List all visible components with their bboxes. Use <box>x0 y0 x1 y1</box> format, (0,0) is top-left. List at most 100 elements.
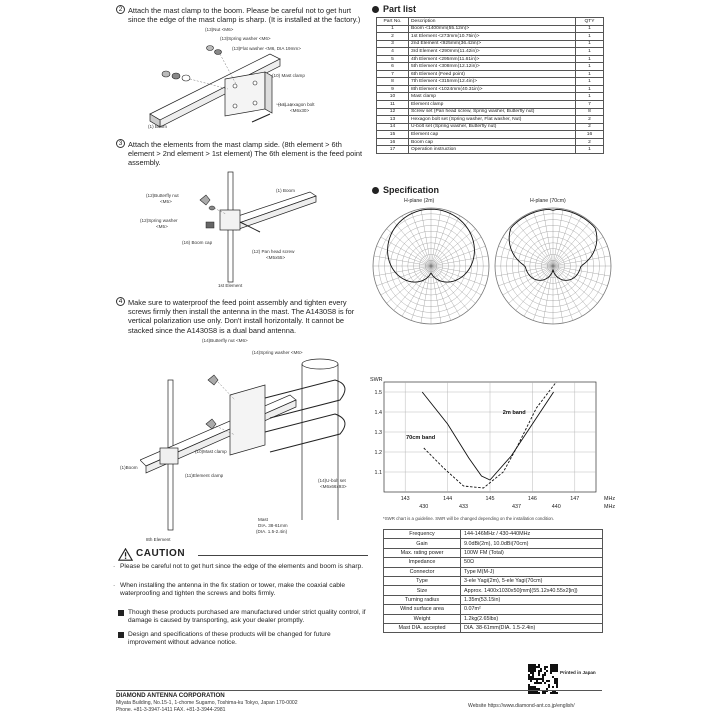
table-cell: 100W FM (Total) <box>460 547 603 559</box>
step-2: 2 Attach the mast clamp to the boom. Ple… <box>116 5 370 25</box>
x-bottom-tick-label: 430 <box>419 504 428 510</box>
series-line-2m <box>421 391 554 481</box>
x-top-tick-label: 146 <box>528 496 537 502</box>
table-cell: 10 <box>376 92 409 101</box>
x-bottom-tick-label: 437 <box>512 504 521 510</box>
table-cell: 1 <box>575 54 604 64</box>
printed-in-japan: Printed in Japan <box>560 670 596 675</box>
label-nut: (13)Nut <M6> <box>205 27 234 32</box>
table-cell: 4th Element <295mm(11.61in)> <box>408 54 576 64</box>
mast-install-illustration <box>140 358 346 531</box>
table-cell: Hexagon bolt set (Spring washer, Flat wa… <box>408 115 576 124</box>
table-cell: 50Ω <box>460 557 603 568</box>
caution-rule <box>198 555 368 556</box>
label-boom-cap: (16) Boom cap <box>182 240 213 245</box>
table-cell: 6th Element (Feed point) <box>408 69 576 79</box>
table-cell: 8 <box>575 107 604 117</box>
caution-item: ·When installing the antenna in the fix … <box>113 582 346 598</box>
label-u-bolt: (14)U-bolt set <box>318 478 346 483</box>
qr-code-icon <box>528 664 558 694</box>
label-mast: Mast <box>258 517 268 522</box>
table-cell: Element clamp <box>408 100 576 109</box>
company-phone: Phone. +81-3-3947-1411 FAX. +81-3-3944-2… <box>116 707 226 713</box>
label-boom: (1)Boom <box>120 465 138 470</box>
table-cell: 7 <box>575 100 604 109</box>
table-cell: 1 <box>575 69 604 79</box>
table-cell: 13 <box>376 115 409 124</box>
x-top-tick-label: 143 <box>401 496 410 502</box>
table-cell: Approx. 1400x1030x50[mm](55.12x40.55x2[i… <box>460 585 603 596</box>
x-top-tick-label: 145 <box>486 496 495 502</box>
table-cell: U-bolt set (Spring washer, Butterfly nut… <box>408 122 576 132</box>
series-line-70cm <box>423 381 557 489</box>
table-cell: 1 <box>575 47 604 56</box>
table-cell: 3rd Element <290mm(11.42in)> <box>408 47 576 56</box>
table-cell: 0.07m² <box>460 604 603 615</box>
table-cell: 1 <box>575 39 604 49</box>
label-boom: (1) Boom <box>148 124 167 129</box>
table-cell: Type <box>383 575 461 587</box>
table-cell: 1 <box>575 32 604 41</box>
table-cell: Connector <box>383 566 461 577</box>
warning-triangle-icon <box>118 548 133 561</box>
label-spring-washer: (12)Spring washer <box>140 218 178 223</box>
table-cell: 1 <box>575 77 604 86</box>
polar-pattern-2m <box>372 207 490 325</box>
table-cell: 6 <box>376 62 409 71</box>
step-number: 4 <box>116 297 125 306</box>
table-cell: 2 <box>575 122 604 132</box>
company-address: Miyata Building, No.15-1, 1-chome Sugamo… <box>116 700 298 706</box>
table-cell: Max. rating power <box>383 547 461 559</box>
label-mast-dia: DIA. 38-61mm <box>258 523 288 528</box>
label-bolt-size: <M6x30> <box>290 108 310 113</box>
step-number: 3 <box>116 139 125 148</box>
swr-note: *SWR chart is a guideline. SWR will be c… <box>383 516 555 521</box>
table-cell: 9.0dBi(2m), 10.0dBi(70cm) <box>460 538 603 549</box>
notice-item: Design and specifications of these produ… <box>118 631 368 648</box>
label-boom: (1) Boom <box>276 188 295 193</box>
table-cell: 4 <box>376 47 409 56</box>
table-cell: Screw set (Pan head screw, Spring washer… <box>408 107 576 117</box>
step-text: Attach the mast clamp to the boom. Pleas… <box>128 6 361 25</box>
table-cell: 1st Element <273mm(10.75in)> <box>408 32 576 41</box>
table-cell: 14 <box>376 122 409 132</box>
table-cell: Weight <box>383 613 461 624</box>
table-cell: Boom cap <box>408 137 576 147</box>
table-cell: 12 <box>376 107 409 117</box>
series-label-2m: 2m band <box>503 410 527 416</box>
label-mast-clamp: (10) Mast clamp <box>272 73 305 78</box>
step-4: 4 Make sure to waterproof the feed point… <box>116 297 370 335</box>
caution-item: ·Please be careful not to get hurt since… <box>113 563 364 570</box>
label-1st-element: 1st Element <box>218 283 243 288</box>
table-cell: DIA. 38-61mm(DIA. 1.5-2.4in) <box>460 622 603 634</box>
table-cell: Mast DIA. accepted <box>383 622 461 634</box>
swr-y-label: SWR <box>370 377 383 383</box>
y-tick-label: 1.3 <box>375 430 383 436</box>
table-cell: 15 <box>376 130 409 139</box>
website-link[interactable]: Website https://www.diamond-ant.co.jp/en… <box>468 703 575 709</box>
table-cell: 1 <box>575 92 604 101</box>
specification-heading: Specification <box>372 185 439 195</box>
column-header: Part No. <box>376 17 409 26</box>
table-cell: 7 <box>376 69 409 79</box>
label-hexagon-bolt: (13) Hexagon bolt <box>278 102 315 107</box>
y-tick-label: 1.5 <box>375 390 383 396</box>
column-header: Description <box>408 17 576 26</box>
y-tick-label: 1.1 <box>375 470 383 476</box>
label-pan-head-size: <M5x55> <box>266 255 286 260</box>
